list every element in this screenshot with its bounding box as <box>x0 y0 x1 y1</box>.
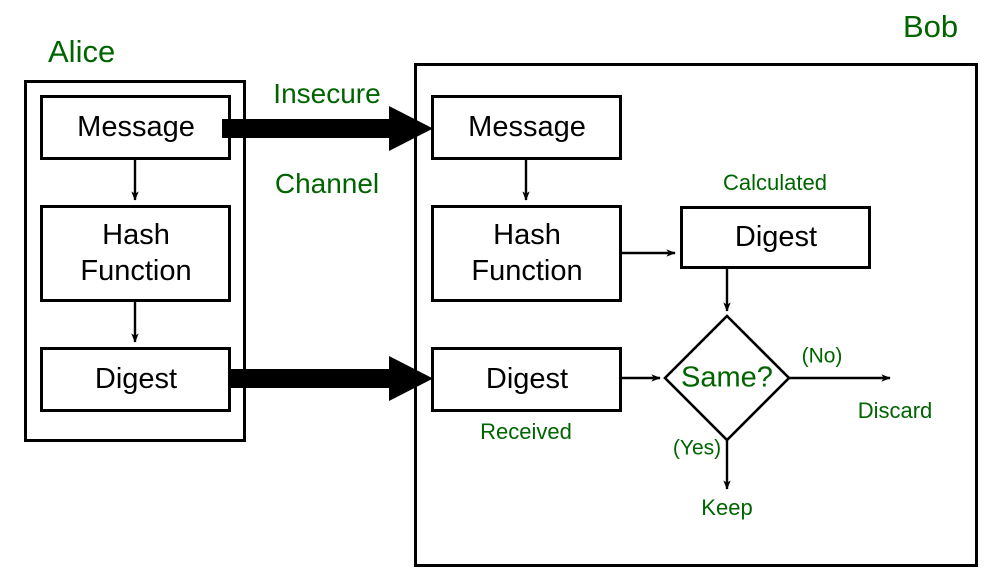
party-label-alice: Alice <box>48 34 116 69</box>
alice-message-label: Message <box>77 111 195 143</box>
bob-message-label: Message <box>468 111 586 143</box>
branch-label-yes: (Yes) <box>672 436 722 460</box>
channel-label-line1: Insecure <box>273 78 381 109</box>
bob-message-box <box>431 95 622 160</box>
same-decision-label: Same? <box>681 361 773 394</box>
bob-hash-function-label-wrap: Hash Function <box>432 206 622 301</box>
bob-hash-function-label-line1: Hash <box>493 219 561 252</box>
alice-hash-function-label-line1: Hash <box>102 219 170 252</box>
bob-calculated-digest-label: Digest <box>734 221 818 253</box>
alice-message-label-wrap: Message <box>41 96 231 159</box>
bob-calculated-digest-box <box>680 206 871 269</box>
channel-label-line2: Channel <box>274 168 380 199</box>
alice-digest-box <box>40 347 231 412</box>
insecure-channel-message-arrow <box>222 106 433 151</box>
branch-label-no: (No) <box>801 344 843 368</box>
bob-received-digest-box <box>431 347 622 412</box>
outcome-label-keep: Keep <box>701 495 753 520</box>
alice-hash-function-label-line2: Function <box>80 254 192 287</box>
bob-message-label-wrap: Message <box>432 96 622 159</box>
alice-container-box <box>24 80 246 442</box>
party-label-bob: Bob <box>903 9 959 44</box>
bob-container-box <box>414 63 978 567</box>
insecure-channel-digest-arrow <box>228 356 433 401</box>
alice-digest-label: Digest <box>94 363 178 395</box>
bob-calculated-digest-label-wrap: Digest <box>681 207 871 268</box>
calculated-digest-caption: Calculated <box>723 170 827 195</box>
bob-received-digest-label: Digest <box>485 363 569 395</box>
bob-hash-function-box <box>431 205 622 302</box>
alice-hash-function-box <box>40 205 231 302</box>
bob-received-digest-label-wrap: Digest <box>432 348 622 411</box>
alice-hash-function-label-wrap: Hash Function <box>41 206 231 301</box>
outcome-label-discard: Discard <box>857 398 933 423</box>
alice-digest-label-wrap: Digest <box>41 348 231 411</box>
received-digest-caption: Received <box>480 419 572 444</box>
bob-hash-function-label-line2: Function <box>471 254 583 287</box>
